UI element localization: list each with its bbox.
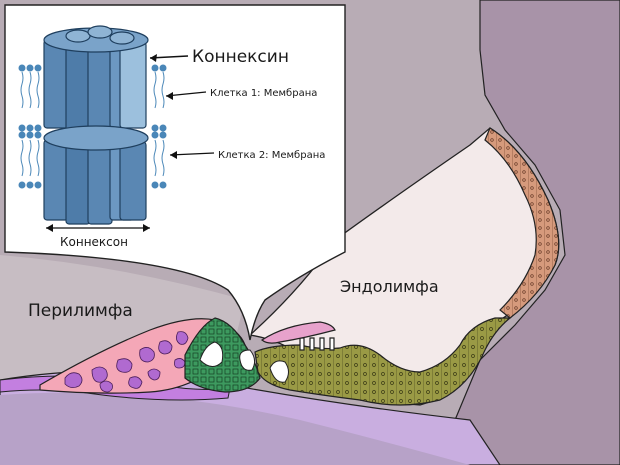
- membrane-2: [18, 131, 167, 189]
- membrane-1: [18, 64, 167, 132]
- nuel-space: [269, 360, 289, 383]
- label-connexin: Коннексин: [192, 47, 289, 67]
- perilymph-region: [0, 255, 245, 390]
- label-membrane-2: Клетка 2: Мембрана: [218, 150, 325, 161]
- label-membrane-1: Клетка 1: Мембрана: [210, 88, 317, 99]
- membrane2-pointer: [169, 152, 215, 156]
- membrane2-arrowhead: [170, 151, 177, 159]
- label-endolymph: Эндолимфа: [340, 277, 439, 296]
- organ-of-corti: [254, 317, 512, 406]
- hair-cell-stereocilia: [299, 337, 335, 351]
- membrane1-arrowhead: [166, 92, 173, 100]
- tectorial-membrane: [260, 321, 336, 344]
- outer-bone-wall: [439, 0, 620, 465]
- label-perilymph: Перилимфа: [28, 301, 133, 321]
- connexon-upper: [43, 25, 149, 133]
- basilar-lower-layer: [0, 392, 470, 465]
- limbus-cells: [64, 331, 189, 393]
- label-connexon: Коннексон: [60, 235, 128, 249]
- connexon-lower: [43, 125, 149, 225]
- tunnel-space: [239, 349, 256, 371]
- inner-sulcus-space: [199, 341, 224, 367]
- connexon-arrow-right: [143, 224, 150, 232]
- connexon-arrow-left: [46, 224, 53, 232]
- connexin-arrowhead: [150, 54, 157, 62]
